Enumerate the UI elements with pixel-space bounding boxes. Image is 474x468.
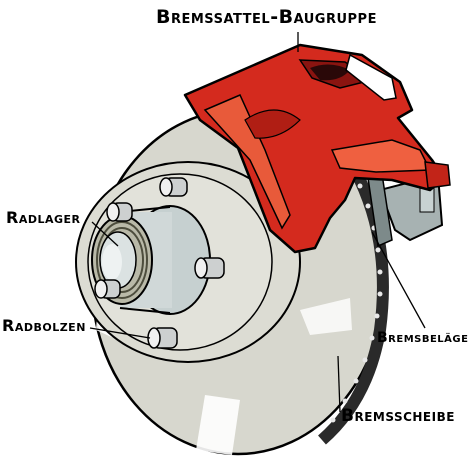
label-caliper-assembly: Bremssattel-Baugruppe <box>156 6 377 28</box>
leader-bolts <box>89 327 151 339</box>
leader-bearing <box>91 221 119 247</box>
label-brake-pads: Bremsbeläge <box>377 330 469 346</box>
brake-caliper <box>183 43 451 254</box>
label-brake-disc: Bremsscheibe <box>341 406 455 426</box>
leader-pads <box>371 231 426 329</box>
leader-lines <box>89 32 426 413</box>
label-wheel-bolts: Radbolzen <box>2 316 86 335</box>
leader-disc <box>337 355 341 413</box>
label-wheel-bearing: Radlager <box>6 208 81 227</box>
